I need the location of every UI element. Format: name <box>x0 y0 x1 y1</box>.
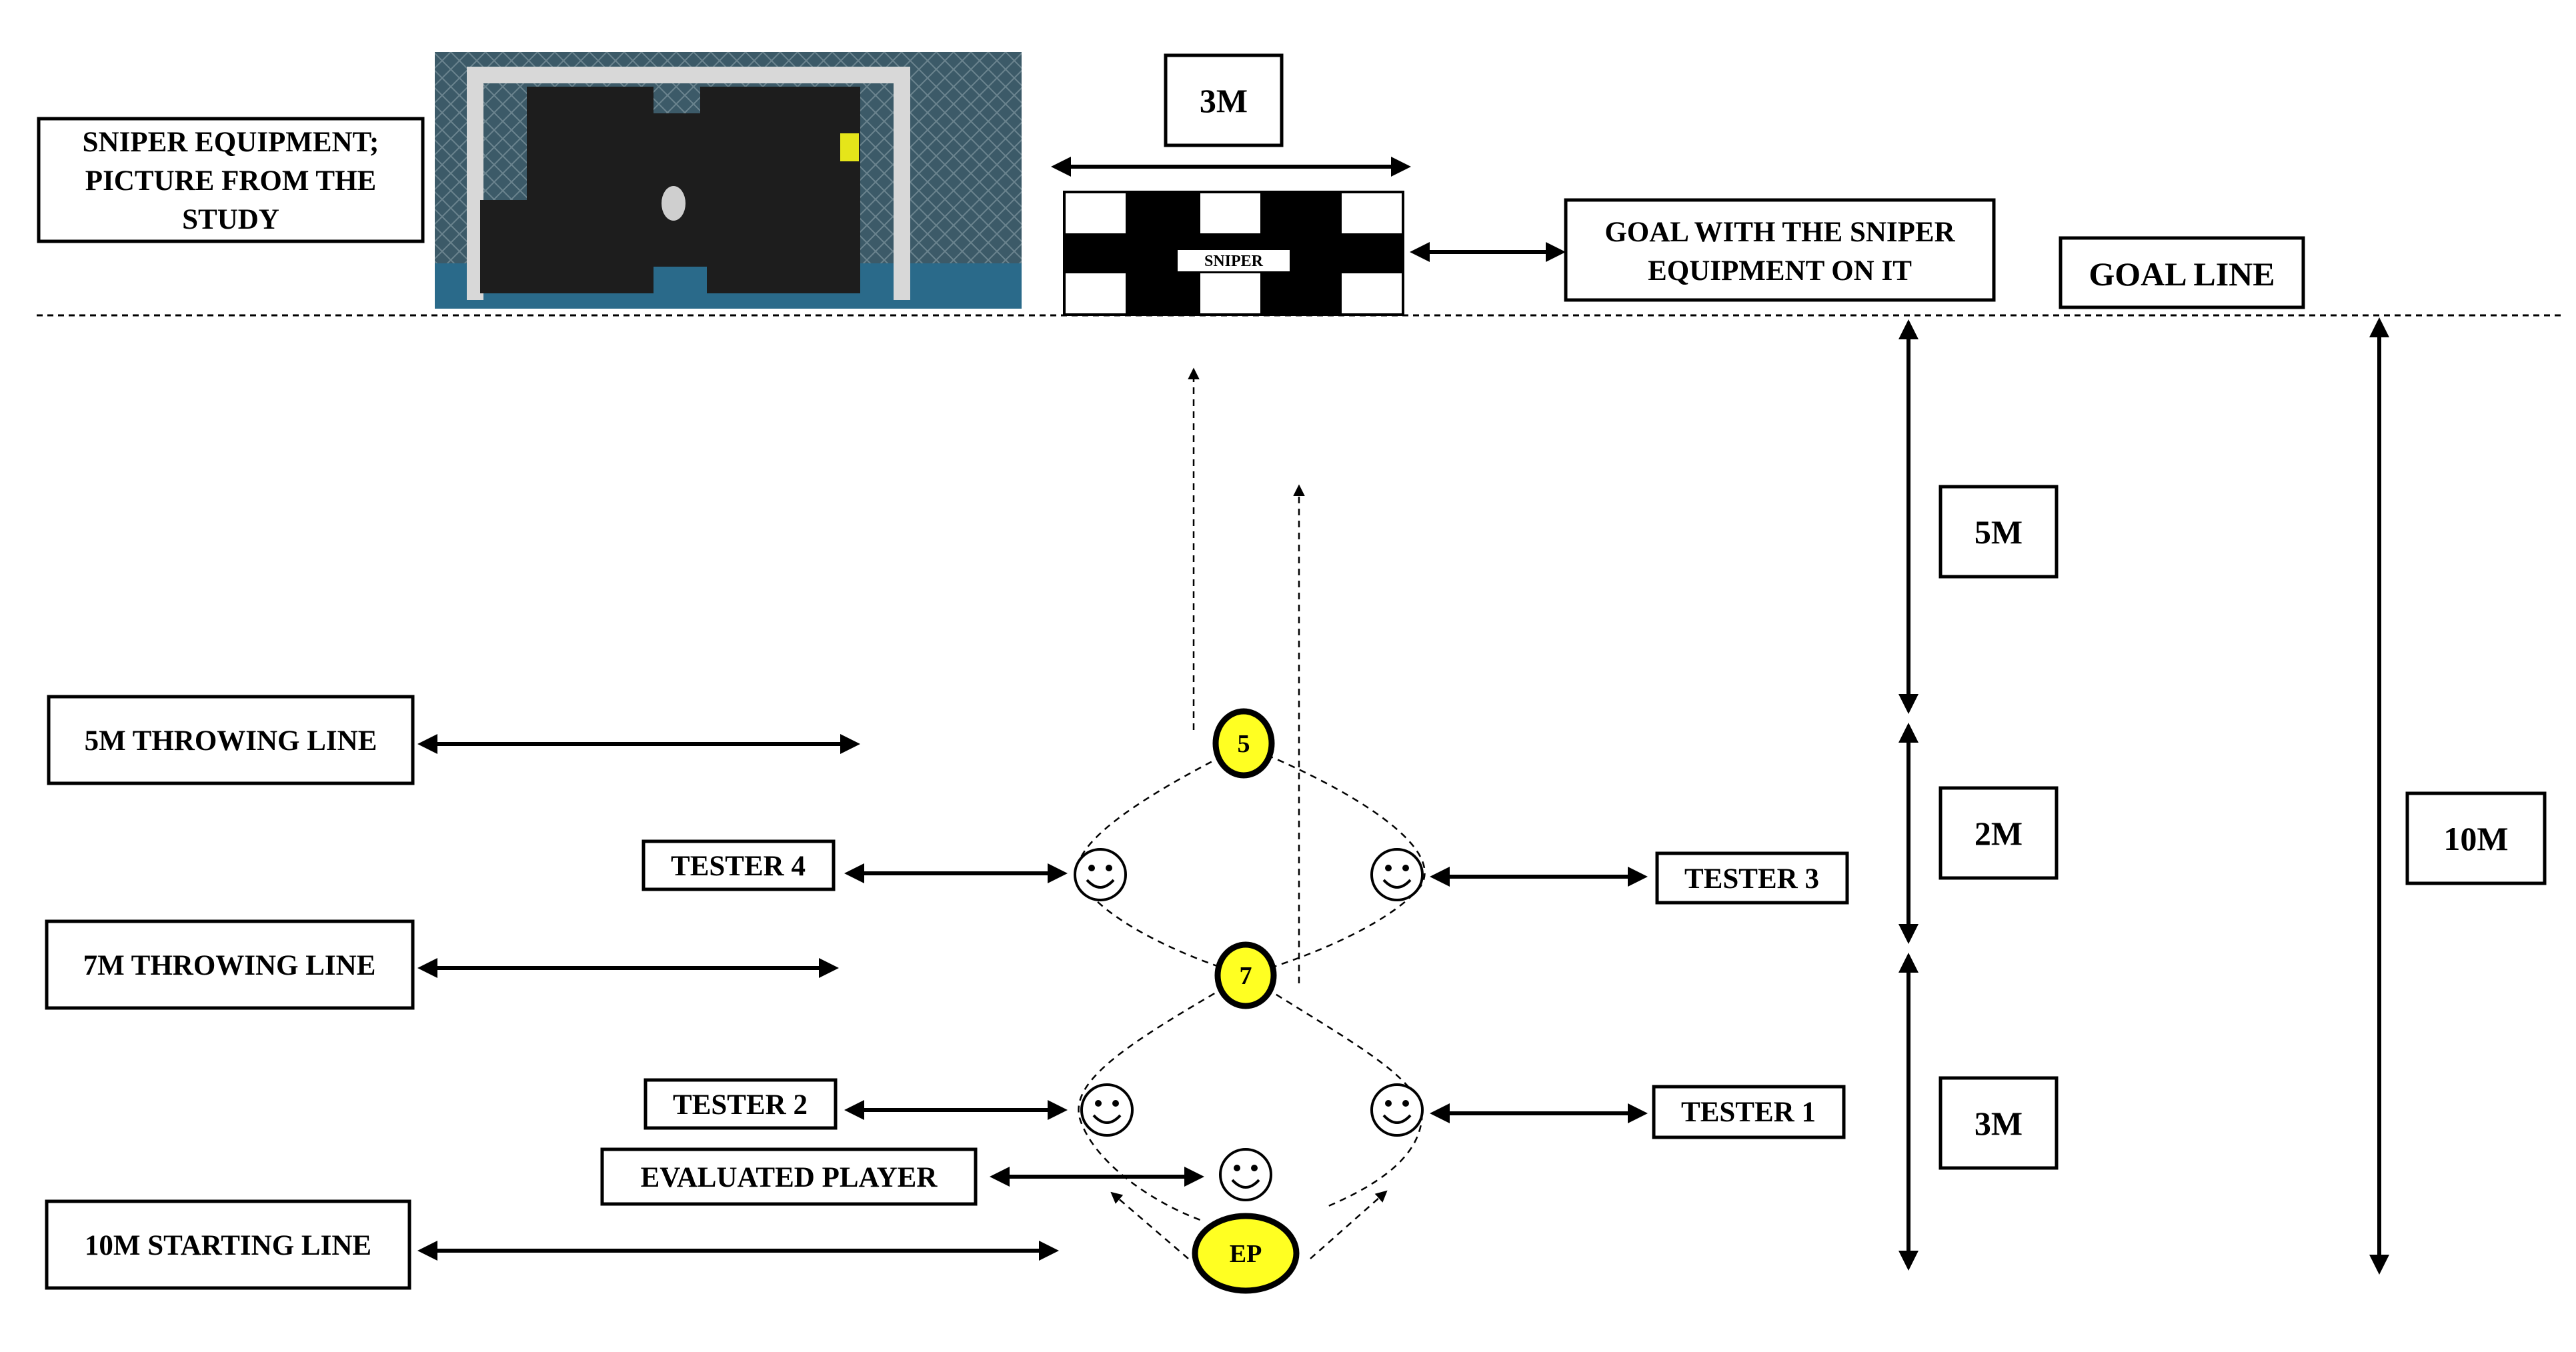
goal-caption: GOAL WITH THE SNIPER EQUIPMENT ON IT <box>1564 198 1996 302</box>
goal-schematic: SNIPER <box>1063 191 1404 316</box>
ep-arrow-right <box>1310 1190 1388 1259</box>
marker-7m-text: 7 <box>1240 962 1252 990</box>
sniper-caption-line-3: STUDY <box>182 204 279 235</box>
label-5m-throwing-line: 5M THROWING LINE <box>47 695 415 785</box>
distance-text-10m: 10M <box>2443 820 2508 857</box>
label-5m-throwing-line-text: 5M THROWING LINE <box>85 725 377 757</box>
goal-line-text: GOAL LINE <box>2089 255 2275 293</box>
label-7m-throwing-line: 7M THROWING LINE <box>45 919 415 1010</box>
evaluated-player-text: EVALUATED PLAYER <box>641 1162 938 1193</box>
sniper-tag: SNIPER <box>1204 253 1264 270</box>
goal-width-label: 3M <box>1164 53 1284 147</box>
distance-text-2m: 2M <box>1975 815 2023 852</box>
tester-3-smiley-face-icon <box>1370 848 1424 901</box>
goal-caption-line-1: GOAL WITH THE SNIPER <box>1604 217 1955 248</box>
label-10m-starting-line-text: 10M STARTING LINE <box>85 1230 371 1261</box>
goal-width-text: 3M <box>1200 82 1248 119</box>
evaluated-player-smiley-face-icon <box>1219 1148 1272 1201</box>
tester-2-label: TESTER 2 <box>643 1078 838 1130</box>
evaluated-player-label: EVALUATED PLAYER <box>600 1147 978 1206</box>
tester-4-text: TESTER 4 <box>671 851 806 882</box>
sniper-caption-line-1: SNIPER EQUIPMENT; <box>83 127 379 158</box>
distance-text-5m: 5M <box>1975 513 2023 551</box>
sniper-caption: SNIPER EQUIPMENT; PICTURE FROM THE STUDY <box>37 117 425 243</box>
label-10m-starting-line: 10M STARTING LINE <box>45 1199 411 1290</box>
tester-1-label: TESTER 1 <box>1652 1085 1846 1139</box>
ep-arrow-left <box>1110 1191 1189 1259</box>
marker-5m-text: 5 <box>1238 730 1250 758</box>
tester-3-text: TESTER 3 <box>1684 863 1819 895</box>
distance-text-3m: 3M <box>1975 1105 2023 1142</box>
tester-1-smiley-face-icon <box>1370 1083 1424 1137</box>
distance-label-2m: 2M <box>1939 786 2059 880</box>
tester-2-text: TESTER 2 <box>673 1089 808 1121</box>
sniper-caption-line-2: PICTURE FROM THE <box>85 165 376 197</box>
tester-3-label: TESTER 3 <box>1655 851 1849 905</box>
goal-caption-line-2: EQUIPMENT ON IT <box>1648 255 1912 287</box>
goal-line-label: GOAL LINE <box>2059 236 2305 309</box>
run-path-lower <box>1078 974 1423 1221</box>
tester-4-smiley-face-icon <box>1074 848 1127 901</box>
distance-label-5m: 5M <box>1939 485 2059 579</box>
marker-ep-text: EP <box>1230 1240 1262 1268</box>
label-7m-throwing-line-text: 7M THROWING LINE <box>83 950 376 981</box>
distance-label-10m: 10M <box>2405 791 2547 885</box>
tester-2-smiley-face-icon <box>1080 1083 1134 1137</box>
sniper-photo <box>435 52 1022 309</box>
run-path-upper <box>1076 744 1426 977</box>
tester-1-text: TESTER 1 <box>1681 1097 1816 1128</box>
marker-ep: EP <box>1192 1213 1300 1294</box>
tester-4-label: TESTER 4 <box>641 839 836 891</box>
distance-label-3m: 3M <box>1939 1076 2059 1170</box>
marker-7m: 7 <box>1214 941 1277 1009</box>
marker-5m: 5 <box>1212 708 1275 779</box>
